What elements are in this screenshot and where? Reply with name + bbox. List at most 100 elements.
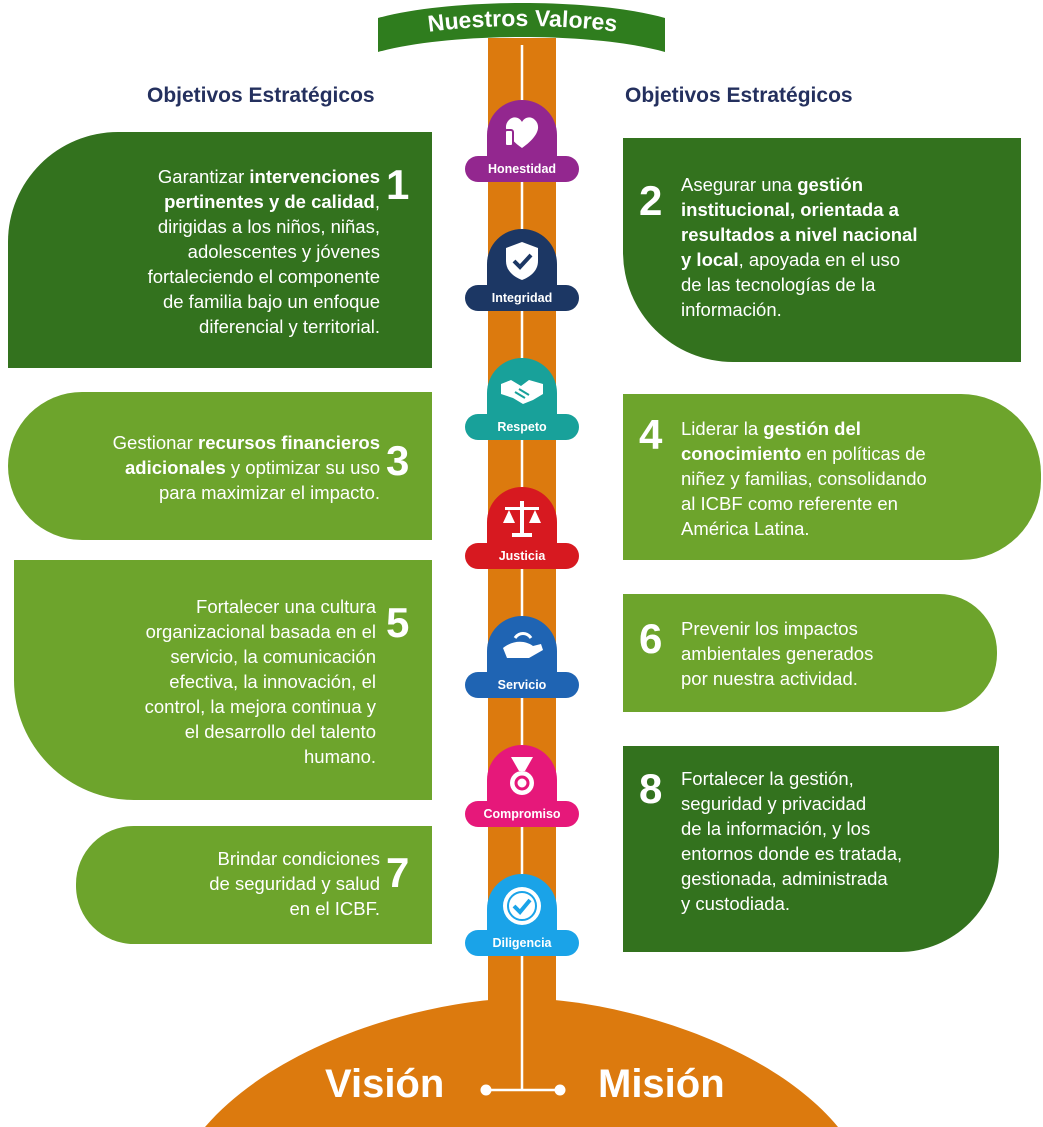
objective-text-segment: diferencial y territorial.	[199, 316, 380, 337]
objective-text-line: ambientales generados	[681, 641, 981, 666]
value-badge-servicio: Servicio	[465, 616, 579, 702]
objective-text: Fortalecer la gestión, seguridad y privac…	[681, 766, 991, 916]
objective-text-segment: en políticas de	[801, 443, 926, 464]
objective-text-bold: resultados a nivel nacional	[681, 224, 918, 245]
objective-text-line: niñez y familias, consolidando	[681, 466, 1031, 491]
objective-text-line: y local, apoyada en el uso	[681, 247, 1001, 272]
objective-text-line: pertinentes y de calidad,	[38, 189, 380, 214]
objective-text-line: Fortalecer la gestión,	[681, 766, 991, 791]
objective-text-segment: información.	[681, 299, 782, 320]
objective-text-segment: adolescentes y jóvenes	[187, 241, 380, 262]
objective-text-segment: organizacional basada en el	[145, 621, 376, 642]
objective-text-bold: institucional, orientada a	[681, 199, 899, 220]
objective-text-line: adicionales y optimizar su uso	[28, 455, 380, 480]
value-badge-justicia: Justicia	[465, 487, 579, 573]
objective-text-segment: para maximizar el impacto.	[158, 482, 380, 503]
objective-text-line: efectiva, la innovación, el	[34, 669, 376, 694]
objective-text-line: resultados a nivel nacional	[681, 222, 1001, 247]
objective-text-segment: Brindar condiciones	[217, 848, 380, 869]
objective-text-segment: efectiva, la innovación, el	[169, 671, 376, 692]
heart-hand-icon	[499, 110, 545, 154]
value-badge-diligencia: Diligencia	[465, 874, 579, 960]
shield-check-icon	[499, 239, 545, 283]
objective-text-line: diferencial y territorial.	[38, 314, 380, 339]
objective-text-line: de la información, y los	[681, 816, 991, 841]
objective-text-segment: en el ICBF.	[289, 898, 381, 919]
value-label: Respeto	[465, 414, 579, 440]
objective-number: 4	[639, 411, 663, 458]
value-label: Honestidad	[465, 156, 579, 182]
objective-text-segment: al ICBF como referente en	[681, 493, 898, 514]
objective-text-segment: , apoyada en el uso	[738, 249, 901, 270]
objective-text-segment: de familia bajo un enfoque	[162, 291, 380, 312]
objective-text-segment: niñez y familias, consolidando	[681, 468, 927, 489]
objective-text-segment: Asegurar una	[681, 174, 798, 195]
objective-text-segment: y custodiada.	[681, 893, 791, 914]
objective-text-line: fortaleciendo el componente	[38, 264, 380, 289]
values-banner	[378, 3, 665, 52]
objective-text-segment: de la información, y los	[681, 818, 871, 839]
objective-text-segment: control, la mejora continua y	[144, 696, 376, 717]
root-dot-left	[480, 1084, 492, 1096]
objective-text-line: por nuestra actividad.	[681, 666, 981, 691]
objective-text-line: organizacional basada en el	[34, 619, 376, 644]
objective-card-7: 7 Brindar condiciones de seguridad y salud…	[76, 826, 432, 944]
objective-text-line: el desarrollo del talento	[34, 719, 376, 744]
value-label: Servicio	[465, 672, 579, 698]
objective-text-segment: de seguridad y salud	[209, 873, 380, 894]
objective-card-8: 8 Fortalecer la gestión, seguridad y priva…	[623, 746, 999, 952]
objective-text-segment: ambientales generados	[681, 643, 874, 664]
objective-number: 1	[386, 161, 410, 208]
objective-text-line: información.	[681, 297, 1001, 322]
objective-text-line: en el ICBF.	[96, 896, 381, 921]
value-badge-respeto: Respeto	[465, 358, 579, 444]
objective-number: 7	[386, 849, 410, 896]
objective-text-line: de seguridad y salud	[96, 871, 380, 896]
scales-icon	[499, 497, 545, 541]
objective-text-line: dirigidas a los niños, niñas,	[38, 214, 380, 239]
objective-text-segment: Fortalecer la gestión,	[681, 768, 854, 789]
root-dot-right	[554, 1084, 566, 1096]
objective-number: 8	[639, 765, 663, 812]
objective-text-segment: seguridad y privacidad	[681, 793, 867, 814]
objective-text-line: al ICBF como referente en	[681, 491, 1031, 516]
objective-text-segment: por nuestra actividad.	[681, 668, 858, 689]
objective-text-segment: servicio, la comunicación	[170, 646, 376, 667]
objective-text-segment: gestionada, administrada	[681, 868, 888, 889]
objective-text-line: Asegurar una gestión	[681, 172, 1001, 197]
objective-text-segment: el desarrollo del talento	[184, 721, 376, 742]
objective-text-line: Brindar condiciones	[96, 846, 380, 871]
objective-text-line: gestionada, administrada	[681, 866, 991, 891]
objective-text-line: Garantizar intervenciones	[38, 164, 380, 189]
objective-text-line: institucional, orientada a	[681, 197, 1001, 222]
objective-text-bold: pertinentes y de calidad	[164, 191, 375, 212]
objective-text-line: y custodiada.	[681, 891, 991, 916]
objective-text-segment: entornos donde es tratada,	[681, 843, 903, 864]
objective-text-line: adolescentes y jóvenes	[38, 239, 380, 264]
objective-text-segment: humano.	[304, 746, 376, 767]
left-heading: Objetivos Estratégicos	[147, 84, 375, 107]
objective-text-line: Prevenir los impactos	[681, 616, 981, 641]
objective-text-line: control, la mejora continua y	[34, 694, 376, 719]
objective-text-line: conocimiento en políticas de	[681, 441, 1031, 466]
objective-text-segment: América Latina.	[681, 518, 810, 539]
value-badge-compromiso: Compromiso	[465, 745, 579, 831]
objective-text-bold: gestión	[797, 174, 863, 195]
objective-text-line: servicio, la comunicación	[34, 644, 376, 669]
handshake-icon	[499, 368, 545, 412]
value-label: Compromiso	[465, 801, 579, 827]
objective-text-bold: conocimiento	[681, 443, 802, 464]
value-label: Diligencia	[465, 930, 579, 956]
objective-text-segment: ,	[374, 191, 380, 212]
objective-text: Brindar condiciones de seguridad y salud e…	[96, 846, 380, 921]
objective-text-line: de las tecnologías de la	[681, 272, 1001, 297]
objective-text-line: entornos donde es tratada,	[681, 841, 991, 866]
